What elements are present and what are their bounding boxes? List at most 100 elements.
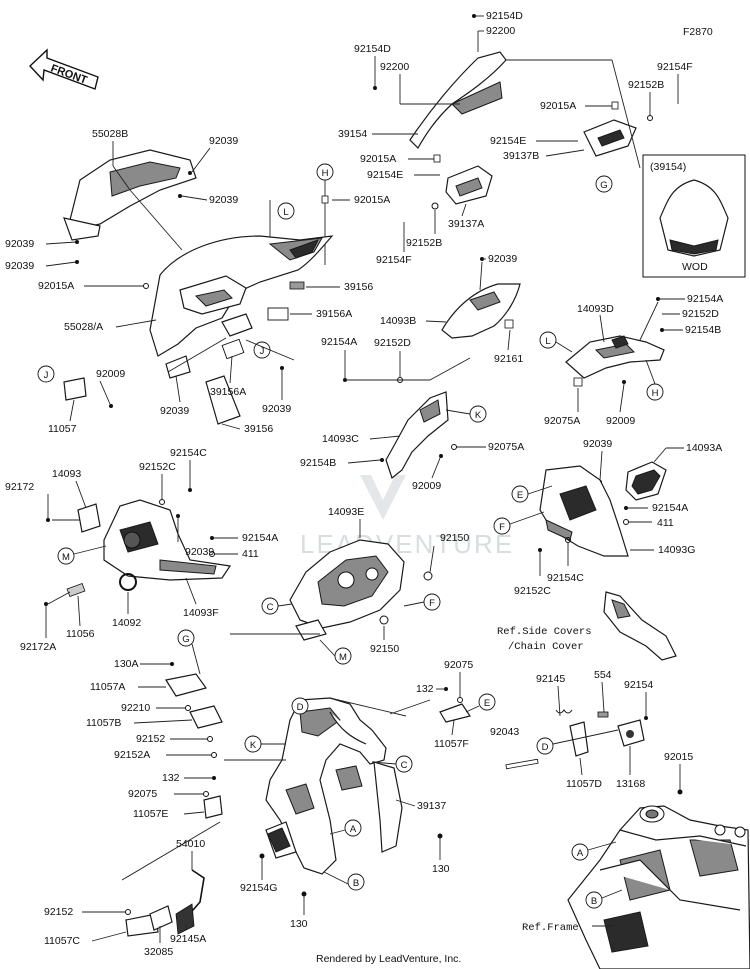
part-92009: 92009 <box>606 415 635 427</box>
windshield <box>409 51 507 149</box>
part-13168: 13168 <box>616 778 645 790</box>
part-92210: 92210 <box>121 702 150 714</box>
part-92154E: 92154E <box>367 169 403 181</box>
footer-credit: Rendered by LeadVenture, Inc. <box>316 953 461 965</box>
part-11057F: 11057F <box>434 738 469 750</box>
part-92009: 92009 <box>96 368 125 380</box>
pin-92043 <box>505 758 539 770</box>
inset-code: (39154) <box>650 161 686 173</box>
ref-chain-cover: /Chain Cover <box>508 641 584 653</box>
collar-11056 <box>66 582 86 598</box>
part-39154: 39154 <box>338 128 367 140</box>
callout-g <box>177 629 195 647</box>
part-92039: 92039 <box>488 253 517 265</box>
svg-text:C: C <box>267 602 274 613</box>
part-132: 132 <box>162 772 180 784</box>
svg-text:F: F <box>429 598 435 609</box>
part-554: 554 <box>594 669 612 681</box>
part-92172: 92172 <box>5 481 34 493</box>
svg-text:M: M <box>62 552 70 563</box>
part-92039: 92039 <box>160 405 189 417</box>
bracket-39137b <box>583 119 637 157</box>
part-92152B: 92152B <box>406 237 442 249</box>
side-cover-ref <box>603 591 677 661</box>
part-39137A: 39137A <box>448 218 484 230</box>
part-14093E: 14093E <box>328 506 364 518</box>
svg-text:E: E <box>484 698 490 709</box>
svg-text:L: L <box>545 336 550 347</box>
nut <box>423 571 433 581</box>
svg-text:D: D <box>297 702 304 713</box>
callout-d <box>291 697 309 715</box>
svg-text:C: C <box>401 760 408 771</box>
part-92154A: 92154A <box>321 336 357 348</box>
part-92039: 92039 <box>185 546 214 558</box>
svg-text:K: K <box>250 740 257 751</box>
part-92152B: 92152B <box>628 79 664 91</box>
part-92015: 92015 <box>664 751 693 763</box>
part-92154F: 92154F <box>657 61 693 73</box>
part-92039: 92039 <box>5 238 34 250</box>
bracket-11057f <box>439 703 471 723</box>
part-92075A: 92075A <box>488 441 524 453</box>
part-14093D: 14093D <box>577 303 614 315</box>
part-92172A: 92172A <box>20 641 56 653</box>
part-14093G: 14093G <box>658 544 695 556</box>
bracket-11057d <box>569 721 589 757</box>
part-411: 411 <box>657 517 674 529</box>
bracket-11057 <box>63 377 87 401</box>
ref-side-covers: Ref.Side Covers <box>497 626 592 638</box>
inner-cover-14093g <box>539 465 629 557</box>
part-92152D: 92152D <box>374 337 411 349</box>
callout-a <box>344 819 362 837</box>
callout-l <box>539 331 557 349</box>
svg-text:J: J <box>44 370 49 381</box>
part-92145A: 92145A <box>170 933 206 945</box>
part-92154B: 92154B <box>685 324 721 336</box>
part-92152C: 92152C <box>514 585 551 597</box>
clip-32085 <box>149 905 173 931</box>
inner-cover-14093b <box>441 283 521 339</box>
bracket-11057c <box>125 913 159 937</box>
grommet-14092 <box>119 573 137 591</box>
part-92075: 92075 <box>444 659 473 671</box>
part-39137: 39137 <box>417 800 446 812</box>
part-55028B: 55028B <box>92 128 128 140</box>
svg-text:E: E <box>517 490 523 501</box>
inset-caption: WOD <box>682 261 708 273</box>
part-39137B: 39137B <box>503 150 539 162</box>
svg-text:A: A <box>577 848 584 859</box>
front-cowl-55028a <box>149 235 334 425</box>
part-11057E: 11057E <box>133 808 168 820</box>
part-11057C: 11057C <box>44 935 80 947</box>
part-92039: 92039 <box>209 194 238 206</box>
part-92015A: 92015A <box>360 153 396 165</box>
part-14093A: 14093A <box>686 442 722 454</box>
part-130A: 130A <box>114 658 139 670</box>
svg-text:G: G <box>182 634 189 645</box>
callout-b <box>347 873 365 891</box>
clip <box>504 319 514 329</box>
clip <box>289 281 305 290</box>
part-92039: 92039 <box>5 260 34 272</box>
part-411: 411 <box>242 548 259 560</box>
inner-cover-14093c <box>385 391 449 480</box>
part-92150: 92150 <box>440 532 469 544</box>
cowl-stay-frame <box>265 697 403 875</box>
part-11057: 11057 <box>48 423 77 435</box>
svg-text:F: F <box>499 522 505 533</box>
part-92152D: 92152D <box>682 308 719 320</box>
part-92039: 92039 <box>583 438 612 450</box>
part-92154D: 92154D <box>486 10 523 22</box>
pad <box>221 338 245 360</box>
callout-a <box>571 843 589 861</box>
part-92039: 92039 <box>262 403 291 415</box>
svg-text:B: B <box>591 896 597 907</box>
svg-text:H: H <box>322 168 329 179</box>
part-92145: 92145 <box>536 673 565 685</box>
part-14093F: 14093F <box>183 607 219 619</box>
watermark-logo <box>360 475 406 520</box>
upper-cowl-55028b <box>63 149 197 241</box>
part-92152: 92152 <box>44 906 73 918</box>
